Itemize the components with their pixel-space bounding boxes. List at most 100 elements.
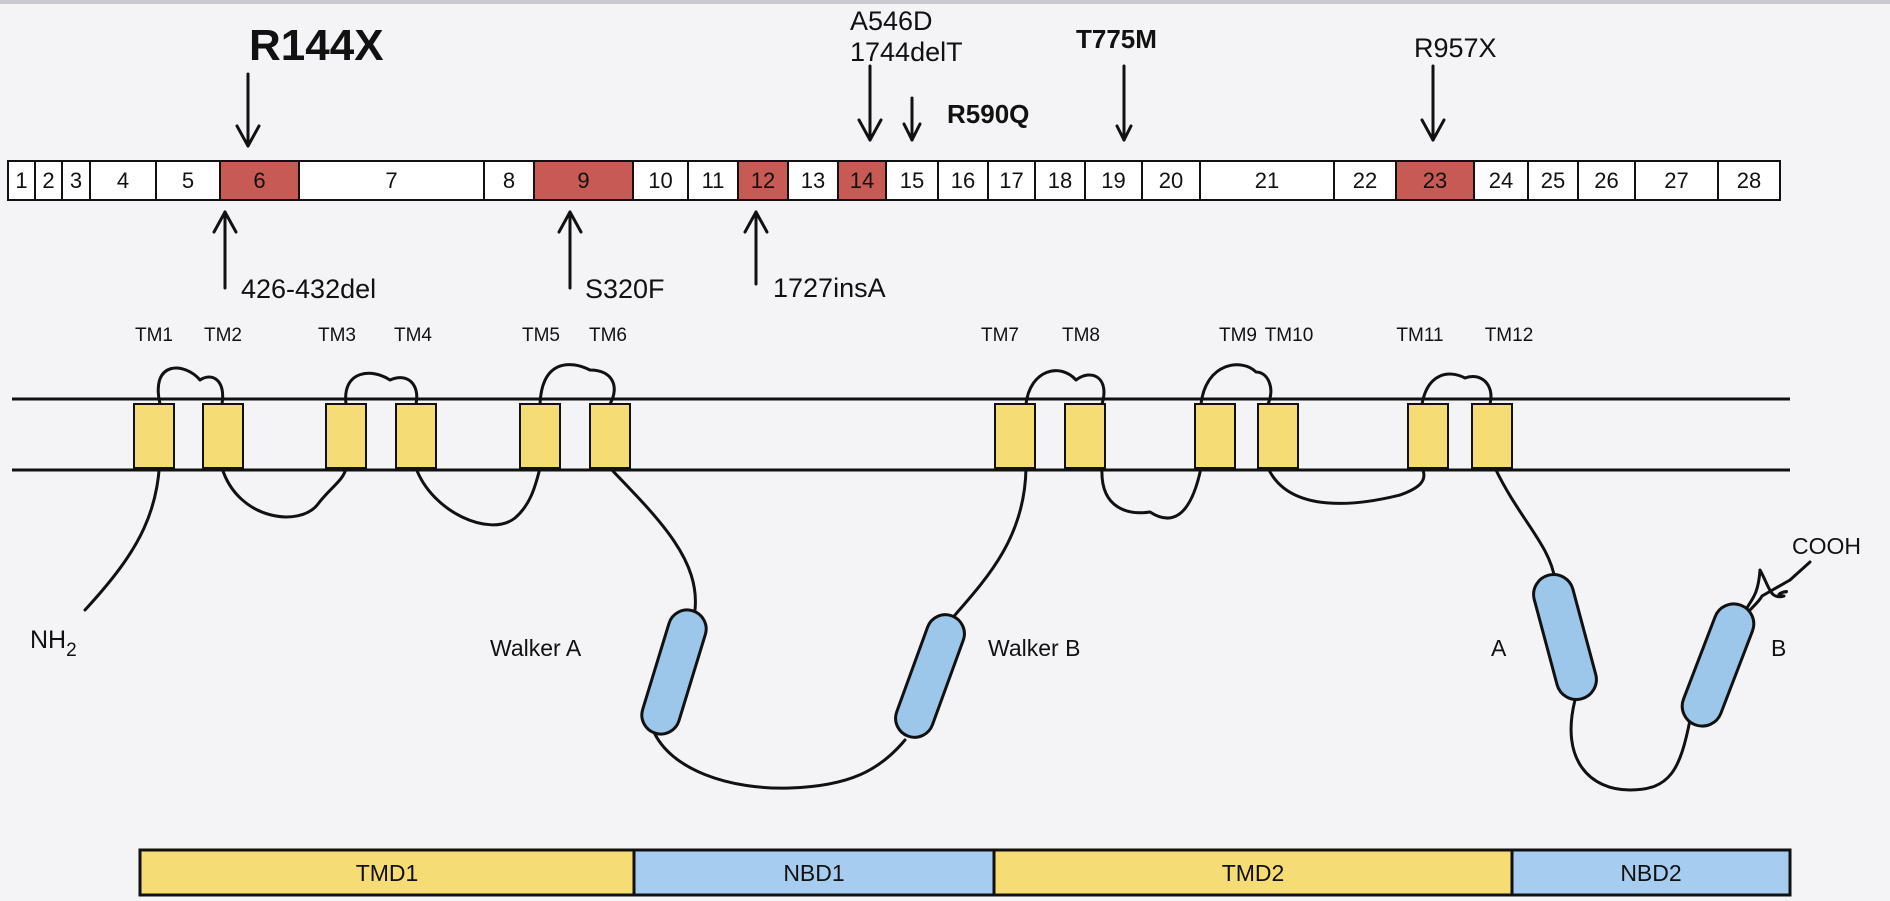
exon-label: 12 — [751, 168, 775, 193]
motif-b-label: B — [1771, 635, 1786, 661]
exon-label: 28 — [1737, 168, 1761, 193]
tm-segments — [133, 403, 1513, 469]
exon-box: 28 — [1717, 160, 1781, 201]
exon-label: 7 — [385, 168, 397, 193]
mutation-label-1727insa: 1727insA — [773, 273, 886, 303]
tm-label: TM6 — [589, 325, 627, 346]
domain-bar — [138, 848, 1792, 897]
exon-label: 15 — [900, 168, 924, 193]
tm-label: TM7 — [981, 325, 1019, 346]
motif-a-label: A — [1491, 635, 1507, 661]
tm-label: TM9 — [1219, 325, 1257, 346]
motif-a-helix — [1532, 572, 1598, 702]
tm-label: TM12 — [1485, 325, 1534, 346]
exon-label: 20 — [1159, 168, 1183, 193]
mutation-label-r957x: R957X — [1414, 33, 1497, 63]
exon-label: 17 — [999, 168, 1023, 193]
exon-box: 4 — [89, 160, 157, 201]
domain-tmd1 — [138, 848, 636, 897]
exon-box: 26 — [1577, 160, 1636, 201]
exon-label: 14 — [850, 168, 874, 193]
exon-label: 13 — [801, 168, 825, 193]
arrow-r590q — [902, 96, 922, 142]
exon-label: 11 — [702, 168, 725, 193]
arrow-s320f — [557, 210, 583, 290]
tm9-segment — [1194, 403, 1236, 469]
exon-label: 23 — [1423, 168, 1447, 193]
domain-nbd2 — [1510, 848, 1792, 897]
exon-box: 27 — [1634, 160, 1719, 201]
mutation-label-1744delt: 1744delT — [850, 37, 963, 67]
mutation-label-t775m: T775M — [1076, 24, 1157, 54]
arrow-426-432del — [212, 210, 238, 290]
arrow-r144x — [235, 72, 261, 148]
tm2-segment — [202, 403, 244, 469]
arrow-t775m — [1115, 64, 1133, 142]
exon-box: 8 — [483, 160, 535, 201]
mutation-label-426-432del: 426-432del — [241, 274, 376, 304]
exon-label: 18 — [1048, 168, 1072, 193]
exon-box: 19 — [1084, 160, 1143, 201]
tm-label: TM1 — [135, 325, 173, 346]
exon-box: 13 — [787, 160, 839, 201]
arrow-a546d — [857, 64, 883, 142]
arrow-1727insa — [743, 210, 769, 286]
tm12-segment — [1471, 403, 1513, 469]
exon-label: 27 — [1664, 168, 1688, 193]
arrow-r957x — [1420, 64, 1446, 142]
domain-label-nbd1: NBD1 — [783, 860, 844, 886]
nbd-helices — [640, 572, 1756, 739]
mutation-labels: R144X A546D 1744delT R590Q T775M R957X 4… — [241, 6, 1497, 304]
exon-label: 1 — [15, 168, 27, 193]
exon-label: 10 — [648, 168, 672, 193]
tm6-segment — [589, 403, 631, 469]
exon-label: 16 — [951, 168, 975, 193]
tm-label: TM2 — [204, 325, 242, 346]
tm1-segment — [133, 403, 175, 469]
exon-box: 5 — [155, 160, 221, 201]
exon-label: 24 — [1489, 168, 1513, 193]
exon-box: 21 — [1199, 160, 1335, 201]
exon-box: 20 — [1141, 160, 1201, 201]
walker-b-label: Walker B — [988, 635, 1080, 661]
exon-box: 2 — [34, 160, 63, 201]
exon-box: 17 — [987, 160, 1036, 201]
domain-label-tmd1: TMD1 — [356, 860, 419, 886]
exon-label: 25 — [1541, 168, 1565, 193]
exon-box: 25 — [1527, 160, 1579, 201]
exon-box: 16 — [937, 160, 989, 201]
tm5-segment — [519, 403, 561, 469]
motif-b-helix — [1680, 602, 1756, 728]
exon-box: 3 — [61, 160, 91, 201]
mutation-arrows — [212, 64, 1446, 290]
exon-label: 3 — [70, 168, 82, 193]
tm-label: TM4 — [394, 325, 432, 346]
exon-bar: 1 2 3 4 5 6 7 8 9 10 11 12 13 14 15 16 1… — [7, 160, 1781, 201]
tm8-segment — [1064, 403, 1106, 469]
tm10-segment — [1257, 403, 1299, 469]
domain-labels: TMD1 NBD1 TMD2 NBD2 — [356, 860, 1682, 886]
exon-box-highlighted: 12 — [737, 160, 789, 201]
tm-label: TM10 — [1265, 325, 1314, 346]
exon-label: 6 — [253, 168, 265, 193]
exon-label: 26 — [1594, 168, 1618, 193]
mutation-label-r144x: R144X — [249, 21, 384, 70]
exon-box: 10 — [632, 160, 689, 201]
exon-box-highlighted: 23 — [1395, 160, 1475, 201]
tm-label: TM8 — [1062, 325, 1100, 346]
walker-a-helix — [640, 608, 708, 736]
exon-label: 21 — [1255, 168, 1279, 193]
membrane — [12, 397, 1790, 472]
exon-box: 11 — [687, 160, 739, 201]
exon-box: 1 — [7, 160, 36, 201]
walker-b-helix — [894, 613, 966, 739]
exon-label: 9 — [577, 168, 589, 193]
exon-label: 8 — [503, 168, 515, 193]
domain-label-nbd2: NBD2 — [1620, 860, 1681, 886]
mutation-label-r590q: R590Q — [947, 99, 1029, 129]
c-terminus-label: COOH — [1792, 533, 1861, 559]
exon-box-highlighted: 6 — [219, 160, 300, 201]
exon-label: 4 — [117, 168, 129, 193]
